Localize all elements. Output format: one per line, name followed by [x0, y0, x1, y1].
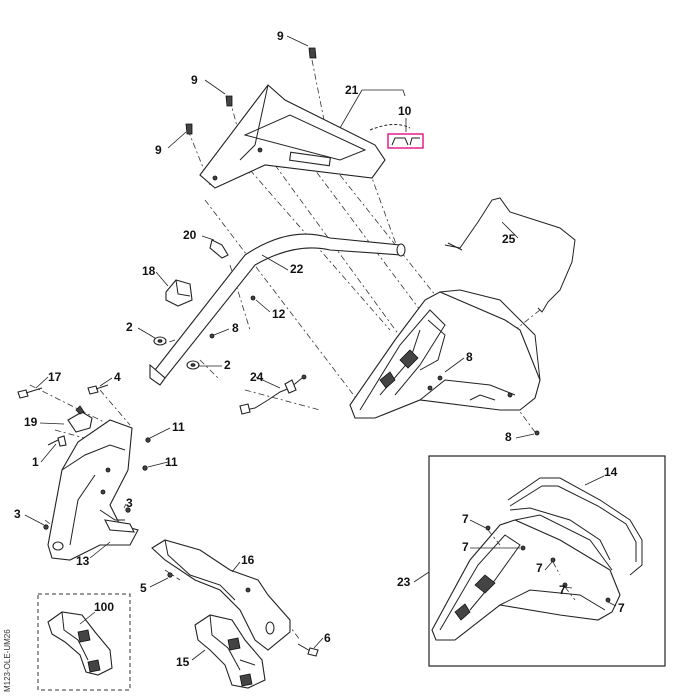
callout-c7a: 7 — [462, 512, 469, 526]
callout-c9a: 9 — [277, 29, 284, 43]
callout-c14: 14 — [604, 465, 618, 479]
callout-c12: 12 — [272, 307, 286, 321]
screw-part-3a — [125, 507, 131, 513]
lower-assembly-part-15 — [194, 614, 266, 689]
screw-part-11a — [145, 437, 151, 443]
callout-c3a: 3 — [126, 496, 133, 510]
screw-part-5 — [167, 572, 173, 578]
callout-c20: 20 — [183, 228, 197, 242]
screw-part-8c — [534, 430, 540, 436]
callout-c7d: 7 — [559, 583, 566, 597]
inset-part-100 — [37, 593, 131, 691]
bolt-part-17 — [17, 387, 43, 399]
callout-c100: 100 — [94, 600, 114, 614]
bracket-part-13 — [47, 419, 139, 561]
screw-part-11b — [142, 465, 148, 471]
callout-c10: 10 — [398, 104, 412, 118]
callout-c18: 18 — [142, 264, 156, 278]
screw-part-3b — [43, 524, 49, 530]
callout-c1: 1 — [32, 455, 39, 469]
bolt-part-6 — [297, 643, 319, 657]
wire-bail-part-25 — [444, 197, 576, 313]
callout-c11b: 11 — [165, 455, 178, 469]
clip-part-20 — [209, 239, 229, 259]
callout-c16: 16 — [241, 553, 255, 567]
callout-c7c: 7 — [536, 561, 543, 575]
callout-c9b: 9 — [191, 73, 198, 87]
callout-c6: 6 — [324, 631, 331, 645]
callout-c21: 21 — [345, 83, 359, 97]
callout-c25: 25 — [502, 232, 516, 246]
callout-c5: 5 — [140, 581, 147, 595]
callout-c17: 17 — [48, 370, 62, 384]
inset-part-23 — [428, 455, 666, 667]
lower-cover-part-16 — [151, 539, 291, 651]
screws-part-9 — [185, 47, 317, 135]
pin-part-1-leader — [47, 439, 59, 446]
callout-c15: 15 — [176, 655, 190, 669]
washers-part-2 — [153, 336, 200, 370]
callout-c4: 4 — [114, 370, 121, 384]
callout-c11a: 11 — [172, 420, 185, 434]
callout-c8b: 8 — [466, 350, 473, 364]
callout-c8a: 8 — [232, 321, 239, 335]
screw-part-8a — [209, 333, 215, 339]
bolt-part-4 — [87, 384, 109, 395]
pin-part-1 — [57, 435, 67, 447]
screw-part-8b — [437, 375, 443, 381]
callout-c2a: 2 — [126, 320, 133, 334]
callout-c9c: 9 — [155, 143, 162, 157]
pin-part-12 — [250, 295, 256, 301]
console-cover-part-21 — [199, 84, 386, 189]
callout-c23: 23 — [397, 575, 411, 589]
callout-c19: 19 — [24, 415, 38, 429]
handle-frame-assembly — [349, 289, 541, 419]
callout-c7b: 7 — [462, 540, 469, 554]
handle-tube-part-22 — [149, 233, 406, 386]
latch-part-19 — [67, 405, 93, 433]
clip-part-10 — [369, 124, 424, 149]
callout-c8c: 8 — [505, 430, 512, 444]
callout-c22: 22 — [290, 262, 304, 276]
callout-c24: 24 — [250, 370, 264, 384]
leader-lines — [24, 35, 617, 661]
drawing-code: M123-OLE-UM26 — [3, 629, 12, 692]
callout-c7e: 7 — [618, 601, 625, 615]
callout-c2b: 2 — [224, 358, 231, 372]
callout-c13: 13 — [76, 554, 90, 568]
callout-c3b: 3 — [14, 507, 21, 521]
block-part-18 — [165, 279, 193, 307]
cable-part-24 — [239, 374, 307, 415]
